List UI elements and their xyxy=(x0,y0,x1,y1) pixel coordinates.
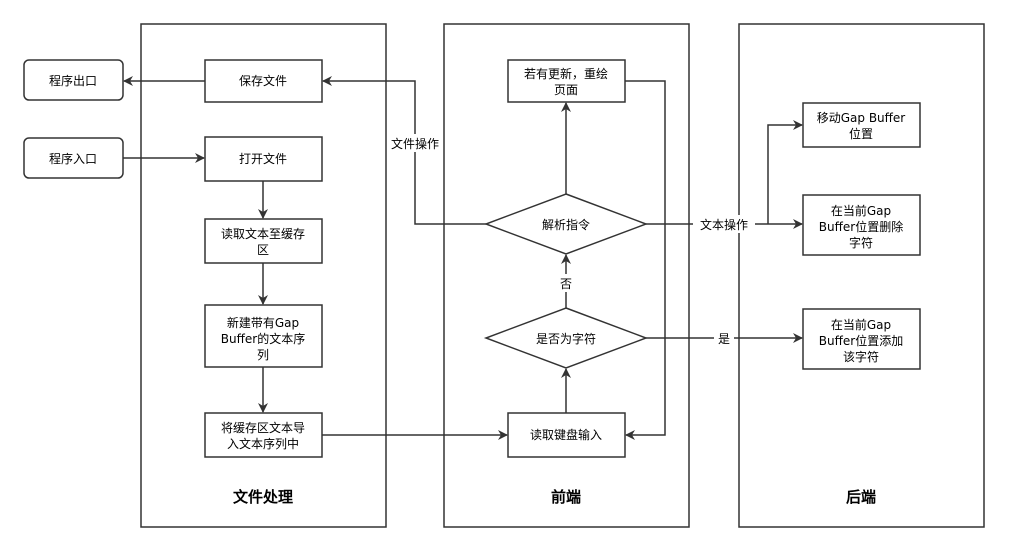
edge-redraw-to-keyboard xyxy=(625,80,666,440)
node-add-char: 在当前Gap Buffer位置添加 该字符 xyxy=(802,308,921,370)
node-program-entry-label: 程序入口 xyxy=(49,151,97,166)
node-open-file-label: 打开文件 xyxy=(239,151,287,166)
edge-label-text-op: 文本操作 xyxy=(700,217,748,232)
node-is-character-label: 是否为字符 xyxy=(536,331,596,346)
node-move-gap-line2: 位置 xyxy=(849,126,873,141)
node-program-exit: 程序出口 xyxy=(23,59,124,101)
edge-label-no: 否 xyxy=(560,277,572,291)
node-import-text: 将缓存区文本导 入文本序列中 xyxy=(204,412,323,458)
lane-frontend xyxy=(443,23,690,528)
node-program-exit-label: 程序出口 xyxy=(49,73,97,88)
node-import-text-line2: 入文本序列中 xyxy=(227,436,299,451)
edge-parse-to-save xyxy=(322,76,486,225)
node-redraw: 若有更新，重绘 页面 xyxy=(507,59,626,103)
node-new-sequence: 新建带有Gap Buffer的文本序 列 xyxy=(204,304,323,368)
node-is-character: 是否为字符 xyxy=(483,307,649,369)
edge-label-file-op: 文件操作 xyxy=(391,136,439,151)
node-new-sequence-line2: Buffer的文本序 xyxy=(221,331,305,346)
node-new-sequence-line3: 列 xyxy=(257,348,269,362)
lane-title-frontend: 前端 xyxy=(551,488,581,506)
node-delete-char-line3: 字符 xyxy=(849,235,873,250)
node-new-sequence-line1: 新建带有Gap xyxy=(227,315,299,330)
node-read-keyboard-label: 读取键盘输入 xyxy=(530,427,602,442)
node-parse-command-label: 解析指令 xyxy=(542,217,590,232)
node-redraw-line2: 页面 xyxy=(554,83,578,97)
edge-label-yes: 是 xyxy=(718,332,730,346)
lane-backend xyxy=(738,23,985,528)
lane-title-backend: 后端 xyxy=(846,488,876,506)
node-save-file-label: 保存文件 xyxy=(239,73,287,88)
node-add-char-line1: 在当前Gap xyxy=(831,317,891,332)
node-read-keyboard: 读取键盘输入 xyxy=(507,412,626,458)
node-read-text: 读取文本至缓存 区 xyxy=(204,218,323,264)
lane-file-processing xyxy=(140,23,387,528)
node-parse-command: 解析指令 xyxy=(483,193,649,255)
lane-title-file: 文件处理 xyxy=(233,488,293,506)
node-redraw-line1: 若有更新，重绘 xyxy=(524,66,608,81)
node-move-gap: 移动Gap Buffer 位置 xyxy=(802,102,921,148)
node-import-text-line1: 将缓存区文本导 xyxy=(221,420,305,435)
node-delete-char-line2: Buffer位置删除 xyxy=(819,219,903,234)
node-move-gap-line1: 移动Gap Buffer xyxy=(817,111,906,125)
node-open-file: 打开文件 xyxy=(204,136,323,182)
edge-parse-to-movegap xyxy=(767,120,803,224)
node-program-entry: 程序入口 xyxy=(23,137,124,179)
node-delete-char-line1: 在当前Gap xyxy=(831,203,891,218)
node-add-char-line2: Buffer位置添加 xyxy=(819,333,903,348)
node-delete-char: 在当前Gap Buffer位置删除 字符 xyxy=(802,194,921,256)
node-read-text-line2: 区 xyxy=(257,243,269,257)
node-read-text-line1: 读取文本至缓存 xyxy=(221,226,305,241)
node-add-char-line3: 该字符 xyxy=(843,349,879,364)
node-save-file: 保存文件 xyxy=(204,59,323,103)
